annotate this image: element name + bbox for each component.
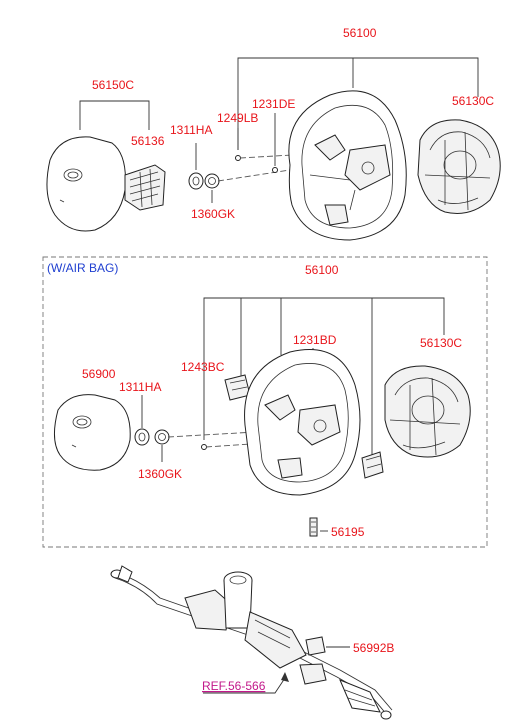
label-56130c-top: 56130C — [452, 94, 494, 108]
damper-bolt — [309, 517, 328, 537]
label-1311ha-mid: 1311HA — [119, 380, 161, 394]
steering-wheel-middle — [244, 348, 361, 496]
top-leader-lines — [79, 57, 479, 203]
label-56900: 56900 — [82, 367, 116, 381]
label-56992b: 56992B — [353, 641, 394, 655]
label-56130c-mid: 56130C — [420, 336, 462, 350]
section-title: (W/AIR BAG) — [47, 261, 118, 275]
label-56150c: 56150C — [92, 78, 134, 92]
label-56195: 56195 — [331, 525, 365, 539]
screws-top — [235, 151, 346, 173]
steering-gear-assembly — [110, 565, 393, 720]
rear-cover-top — [417, 119, 501, 214]
label-56100-top: 56100 — [343, 26, 377, 40]
label-56136: 56136 — [131, 134, 165, 148]
switch-right — [361, 451, 384, 479]
label-1231de: 1231DE — [252, 97, 295, 111]
label-1249lb: 1249LB — [217, 111, 258, 125]
label-1360gk-top: 1360GK — [191, 207, 235, 221]
middle-leader-lines — [141, 297, 445, 462]
label-1311ha-top: 1311HA — [170, 123, 212, 137]
reference-arrow — [203, 672, 289, 694]
airbag-bracket-top — [124, 164, 166, 211]
airbag-module-middle — [54, 394, 131, 471]
steering-wheel-top — [288, 90, 407, 241]
label-1231bd: 1231BD — [293, 333, 337, 347]
label-56100-mid: 56100 — [305, 263, 339, 277]
label-1360gk-mid: 1360GK — [138, 467, 182, 481]
airbag-cover-top — [46, 136, 126, 232]
airbag-section-frame — [42, 256, 488, 548]
ref-link-56-566[interactable]: REF.56-566 — [202, 679, 266, 693]
nut-washer-top — [188, 159, 356, 190]
label-plate — [305, 636, 350, 656]
label-1243bc: 1243BC — [181, 360, 225, 374]
rear-cover-middle — [384, 365, 471, 458]
